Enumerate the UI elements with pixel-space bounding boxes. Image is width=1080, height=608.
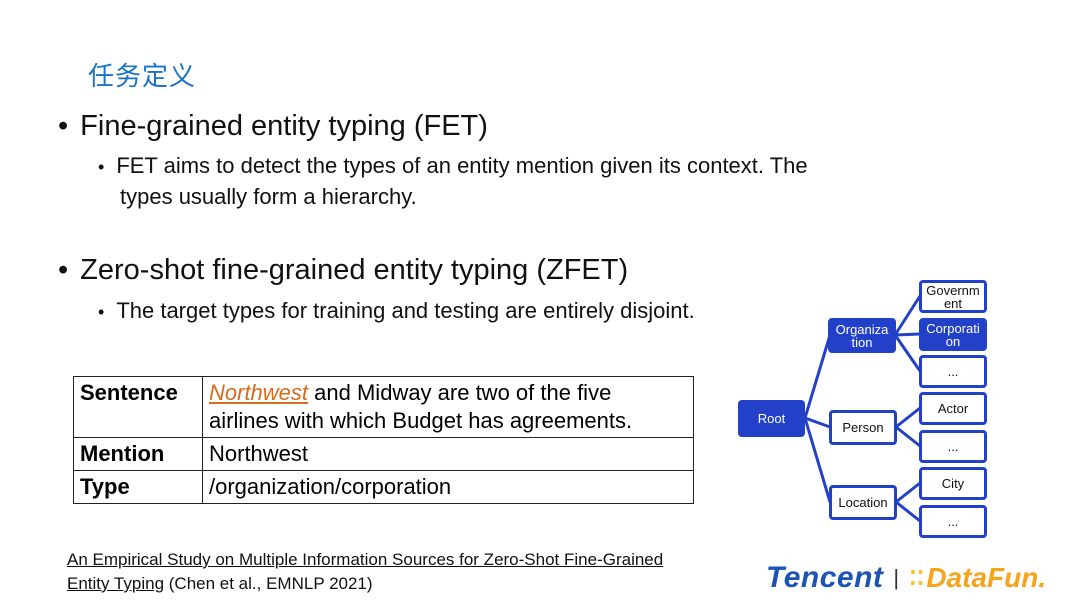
datafun-dots-icon: ⁚⁚	[909, 567, 925, 590]
tree-node-corporation: Corporati on	[919, 318, 987, 351]
tree-node-person: Person	[829, 410, 897, 445]
sentence-text-cont: airlines with which Budget has agreement…	[209, 408, 633, 433]
tree-node-location-more: ...	[919, 505, 987, 538]
logo-separator: |	[893, 565, 900, 590]
datafun-logo: DataFun.	[926, 562, 1047, 593]
citation: An Empirical Study on Multiple Informati…	[67, 548, 767, 596]
row-key: Type	[73, 470, 203, 504]
tree-node-organization: Organiza tion	[828, 318, 896, 353]
citation-suffix: (Chen et al., EMNLP 2021)	[164, 574, 373, 593]
tree-node-person-more: ...	[919, 430, 987, 463]
tree-node-government: Governm ent	[919, 280, 987, 313]
bullet-text: Zero-shot fine-grained entity typing (ZF…	[80, 254, 629, 286]
table-row: Sentence Northwest and Midway are two of…	[73, 376, 694, 438]
tencent-logo: Tencent	[766, 561, 884, 594]
tree-node-actor: Actor	[919, 392, 987, 425]
mention-highlight: Northwest	[209, 380, 309, 405]
sentence-text: and Midway are two of the five	[308, 380, 612, 405]
tree-node-org-more: ...	[919, 355, 987, 388]
tree-node-city: City	[919, 467, 987, 500]
sub-bullet-text: FET aims to detect the types of an entit…	[116, 153, 808, 178]
bullet-dot-icon: •	[98, 157, 105, 177]
table-row: Type /organization/corporation	[73, 470, 694, 504]
tree-node-root: Root	[738, 400, 805, 437]
row-value: /organization/corporation	[202, 470, 694, 504]
sub-bullet-text: The target types for training and testin…	[116, 298, 695, 323]
bullet-dot-icon: •	[98, 302, 105, 322]
bullet-fet: • Fine-grained entity typing (FET)	[58, 110, 488, 143]
slide-title: 任务定义	[88, 62, 197, 92]
citation-link-cont[interactable]: Entity Typing	[67, 574, 165, 593]
row-key: Sentence	[73, 376, 203, 438]
footer-logos: Tencent | ⁚⁚ DataFun.	[766, 560, 1046, 596]
citation-link[interactable]: An Empirical Study on Multiple Informati…	[67, 550, 664, 569]
row-value: Northwest and Midway are two of the five…	[202, 376, 694, 438]
bullet-text: Fine-grained entity typing (FET)	[80, 110, 488, 142]
sub-bullet-zfet: • The target types for training and testi…	[98, 296, 695, 327]
bullet-zfet: • Zero-shot fine-grained entity typing (Z…	[58, 254, 628, 287]
tree-node-location: Location	[829, 485, 897, 520]
sub-bullet-text-cont: types usually form a hierarchy.	[120, 184, 417, 209]
example-table: Sentence Northwest and Midway are two of…	[73, 376, 694, 504]
bullet-dot-icon: •	[58, 254, 69, 286]
sub-bullet-fet: • FET aims to detect the types of an enti…	[98, 151, 808, 211]
bullet-dot-icon: •	[58, 110, 69, 142]
